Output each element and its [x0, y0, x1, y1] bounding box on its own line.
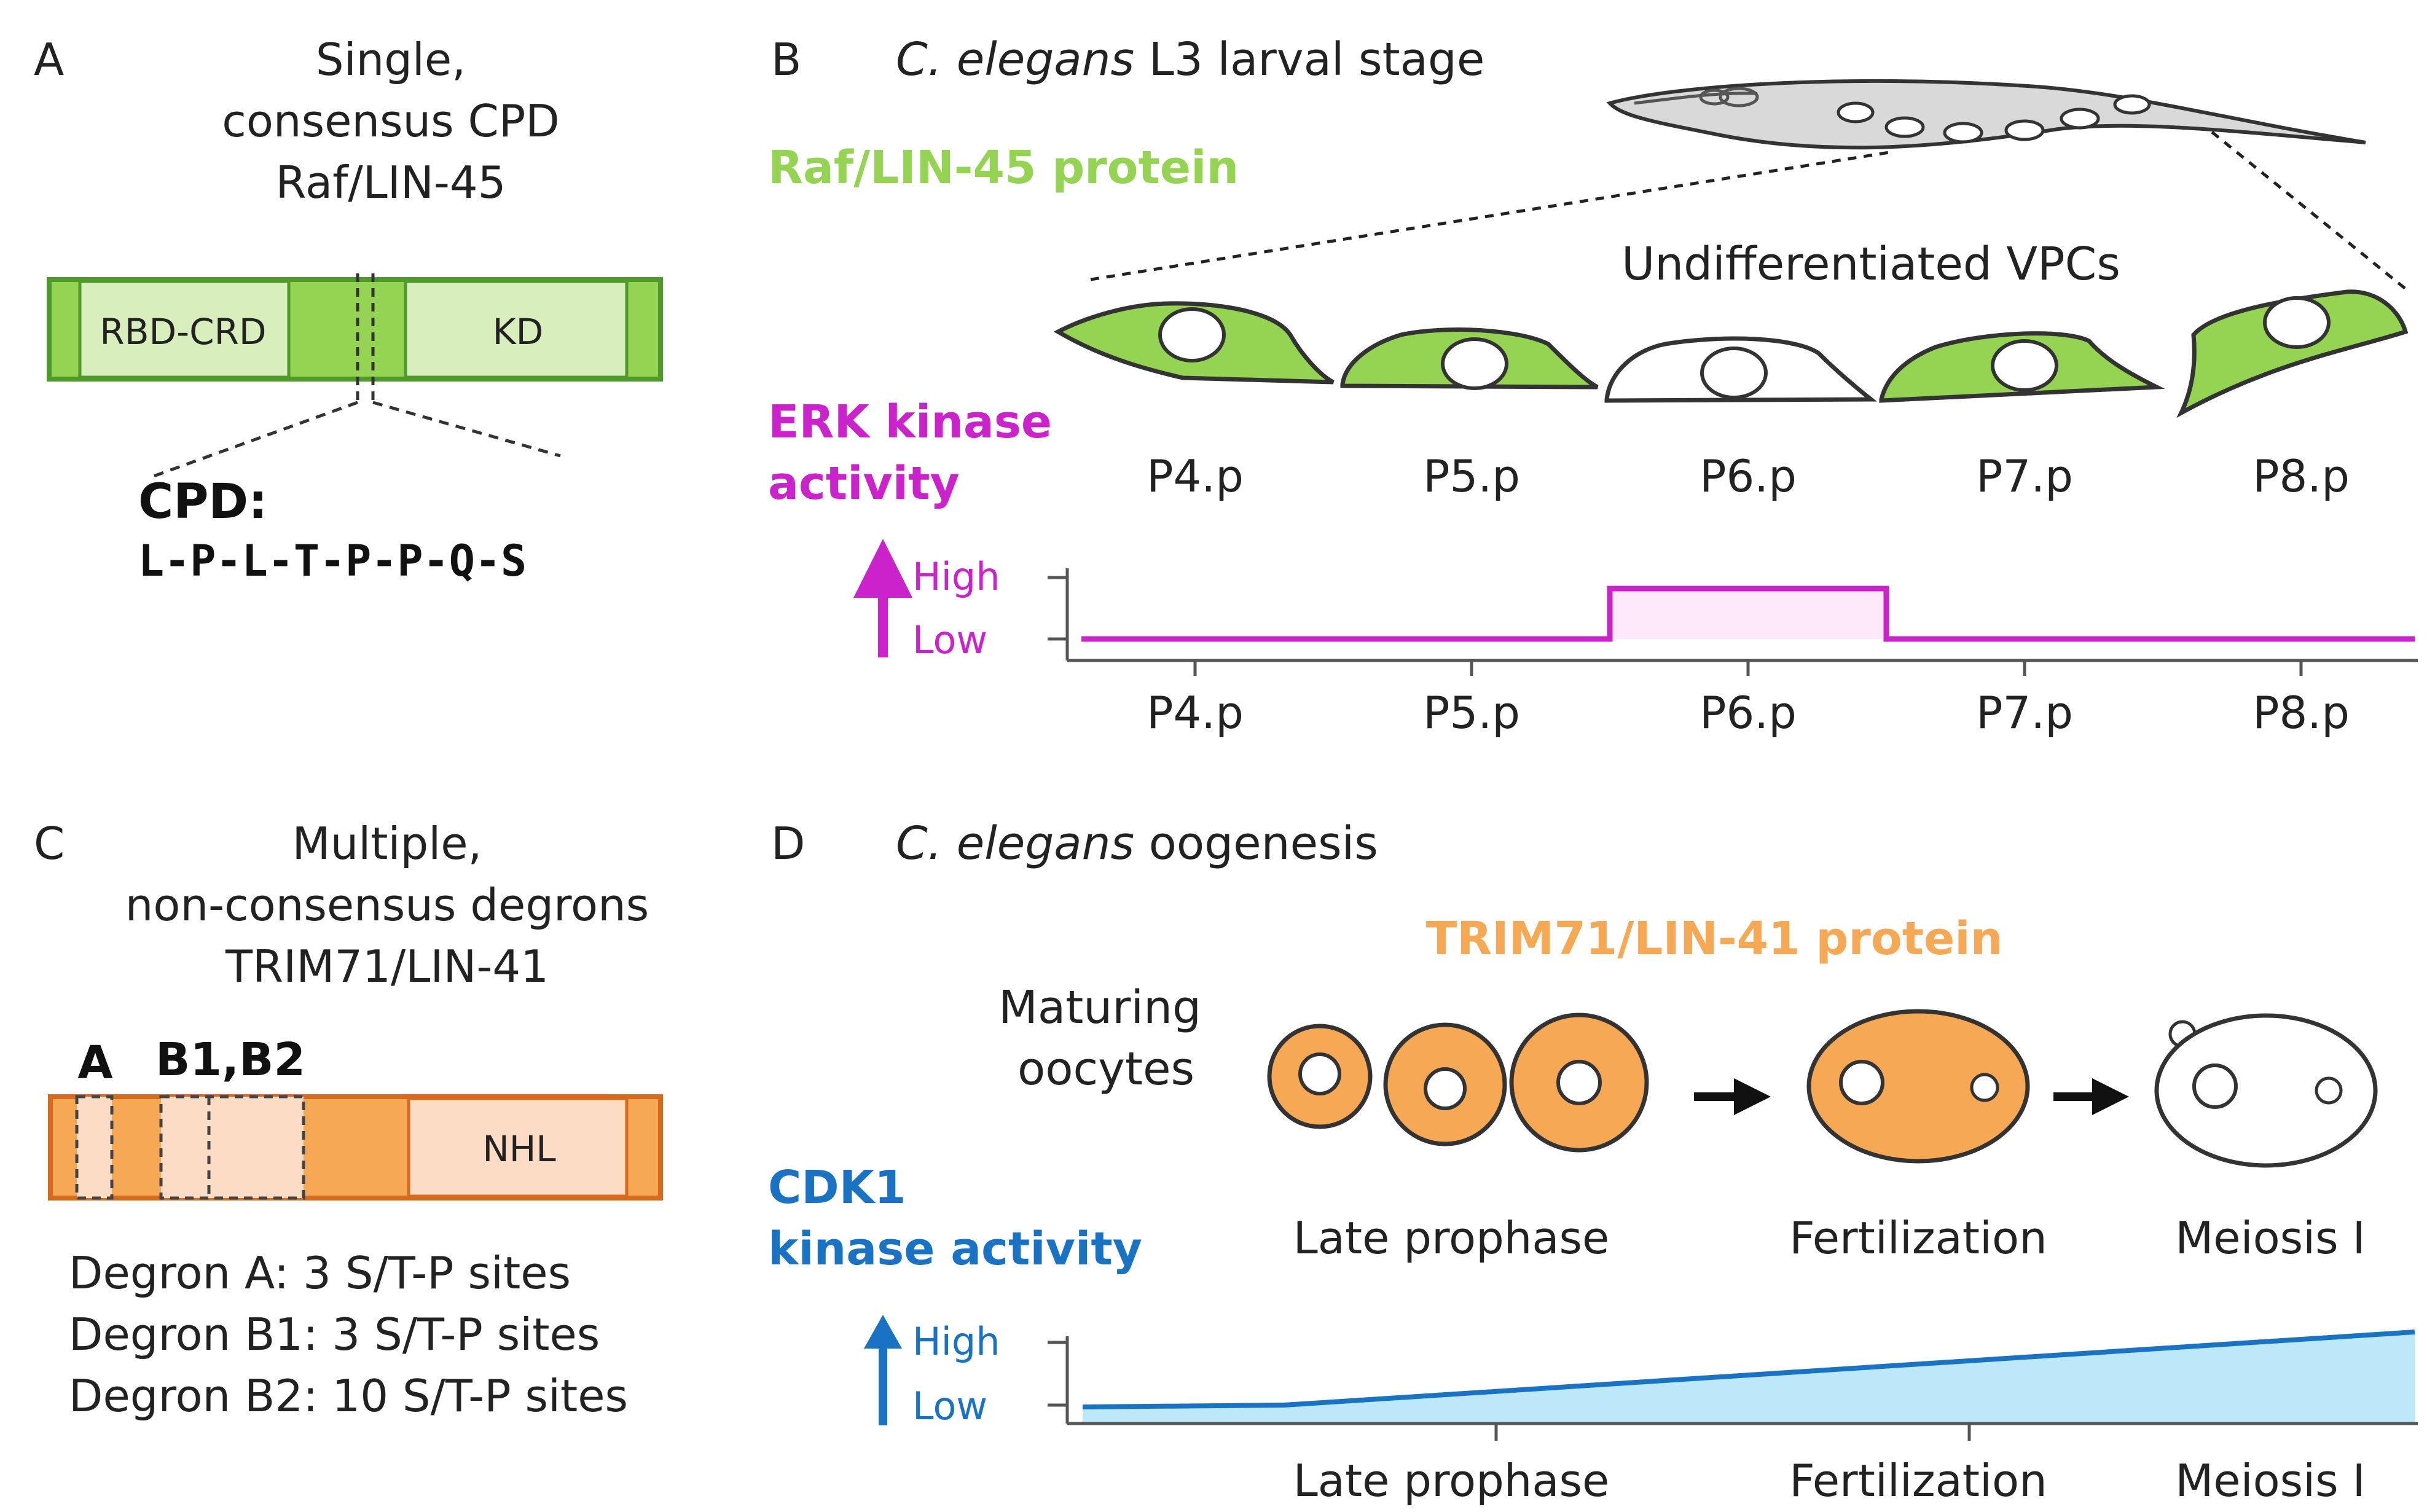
panel-b-title-species: C. elegans [896, 33, 1134, 86]
vpc-cell-label: P4.p [1147, 450, 1244, 502]
kd-domain-label: KD [493, 311, 544, 353]
erk-x-ticks: P4.p P5.p P6.p P7.p P8.p [1147, 660, 2350, 738]
panel-d-title-process: oogenesis [1134, 817, 1378, 870]
oocyte-late-prophase-1 [1267, 1024, 1373, 1129]
oocyte-stage-labels: Late prophase Fertilization Meiosis I [1293, 1212, 2366, 1264]
oocyte-fertilization [1806, 1009, 2030, 1164]
cpd-sequence: L-P-L-T-P-P-Q-S [138, 536, 527, 586]
cdk1-activity-line [1082, 1330, 2415, 1409]
panel-c-letter: C [34, 818, 65, 869]
degron-b-label: B1,B2 [155, 1033, 305, 1086]
nhl-domain-label: NHL [482, 1128, 555, 1170]
erk-x-tick-label: P5.p [1423, 687, 1520, 738]
vpc-cell-label: P8.p [2253, 450, 2350, 502]
panel-d-title-species: C. elegans [896, 817, 1134, 870]
oocyte-late-prophase-2 [1383, 1022, 1507, 1146]
vpc-cell-p4 [1053, 301, 1335, 385]
erk-activity-label-line-2: activity [768, 457, 960, 510]
degron-a-sites: Degron A: 3 S/T-P sites [69, 1247, 571, 1299]
panel-a-letter: A [34, 34, 64, 85]
vpc-cell-label: P5.p [1423, 450, 1520, 502]
panel-a-title-line-3: Raf/LIN-45 [276, 157, 506, 208]
maturing-oocytes-line-2: oocytes [1017, 1043, 1194, 1095]
degron-b2-sites: Degron B2: 10 S/T-P sites [69, 1370, 628, 1422]
panel-a-title-line-2: consensus CPD [222, 95, 559, 147]
erk-x-tick-label: P8.p [2253, 687, 2350, 738]
panel-b-title-stage: L3 larval stage [1134, 33, 1484, 86]
cpd-callout-line-right [372, 401, 561, 458]
cdk1-x-tick-label: Meiosis I [2175, 1455, 2366, 1506]
panel-a: A Single, consensus CPD Raf/LIN-45 RBD-C… [34, 34, 663, 586]
panel-c-title-line-1: Multiple, [292, 818, 482, 869]
degron-b1-sites: Degron B1: 3 S/T-P sites [69, 1309, 600, 1360]
zoom-line-left [1090, 151, 1890, 281]
cdk1-x-tick-label: Late prophase [1293, 1455, 1610, 1506]
oocyte-stage-label: Fertilization [1789, 1212, 2047, 1264]
erk-x-tick-label: P4.p [1147, 687, 1244, 738]
erk-activity-line [1081, 586, 2415, 642]
arrow-to-meiosis [2053, 1078, 2129, 1115]
vpc-cell-label: P7.p [1976, 450, 2073, 502]
panel-c-title-line-3: TRIM71/LIN-41 [225, 941, 549, 992]
panel-a-title-line-1: Single, [316, 34, 466, 85]
trim71-protein-label: TRIM71/LIN-41 protein [1426, 912, 2003, 965]
oocyte-late-prophase-3 [1509, 1013, 1649, 1153]
panel-c-title-line-2: non-consensus degrons [125, 879, 649, 931]
maturing-oocytes-line-1: Maturing [998, 981, 1201, 1034]
erk-high-label: High [912, 554, 1000, 599]
panel-d: D C. elegans oogenesis TRIM71/LIN-41 pro… [768, 817, 2418, 1506]
erk-x-tick-label: P6.p [1700, 687, 1797, 738]
erk-low-label: Low [912, 617, 987, 662]
oocyte-stage-label: Late prophase [1293, 1212, 1610, 1264]
vpc-cell-p6 [1604, 336, 1877, 403]
zoom-line-right [2211, 131, 2407, 290]
panel-d-letter: D [771, 818, 805, 869]
erk-high-region-fill [1610, 589, 1886, 639]
panel-b: B C. elegans L3 larval stage Raf/LIN-45 … [768, 33, 2418, 738]
cpd-callout-line-left [153, 401, 358, 478]
erk-activity-label-line-1: ERK kinase [768, 396, 1052, 449]
oocyte-meiosis-i [2154, 1013, 2378, 1168]
panel-d-title: C. elegans oogenesis [896, 817, 1378, 870]
raf-protein-label: Raf/LIN-45 protein [768, 141, 1239, 194]
erk-x-tick-label: P7.p [1976, 687, 2073, 738]
degron-a-label: A [77, 1036, 112, 1089]
trim71-domain-bar [48, 1094, 663, 1201]
worm-illustration [1606, 79, 2366, 150]
panel-b-title: C. elegans L3 larval stage [896, 33, 1484, 86]
vpc-cell-p8 [2176, 289, 2409, 418]
vpc-cell-label: P6.p [1700, 450, 1797, 502]
cdk1-chart: High Low Late prophase Fertilization Meios… [864, 1315, 2418, 1506]
raf-domain-bar [47, 273, 663, 402]
oocyte-stage-label: Meiosis I [2175, 1212, 2366, 1264]
panel-b-letter: B [771, 34, 801, 85]
cdk1-arrow [864, 1315, 902, 1425]
arrow-to-fertilization [1694, 1078, 1771, 1115]
cpd-label: CPD: [138, 474, 267, 530]
rbd-crd-domain-label: RBD-CRD [100, 311, 266, 353]
vpc-cell-p7 [1879, 331, 2165, 403]
erk-chart: High Low P4.p P5.p P6.p P7.p P8.p [853, 539, 2418, 738]
vpc-label: Undifferentiated VPCs [1621, 238, 2120, 291]
cdk1-low-label: Low [912, 1384, 987, 1428]
vpc-cell-labels: P4.p P5.p P6.p P7.p P8.p [1147, 450, 2350, 502]
panel-c: C Multiple, non-consensus degrons TRIM71… [34, 818, 663, 1422]
cdk1-x-tick-label: Fertilization [1789, 1455, 2047, 1506]
cdk1-x-ticks: Late prophase Fertilization Meiosis I [1293, 1424, 2366, 1506]
cdk1-activity-label-line-1: CDK1 [768, 1161, 906, 1214]
vpc-cell-p5 [1340, 327, 1599, 390]
cdk1-high-label: High [912, 1319, 1000, 1364]
cdk1-activity-label-line-2: kinase activity [768, 1223, 1142, 1275]
